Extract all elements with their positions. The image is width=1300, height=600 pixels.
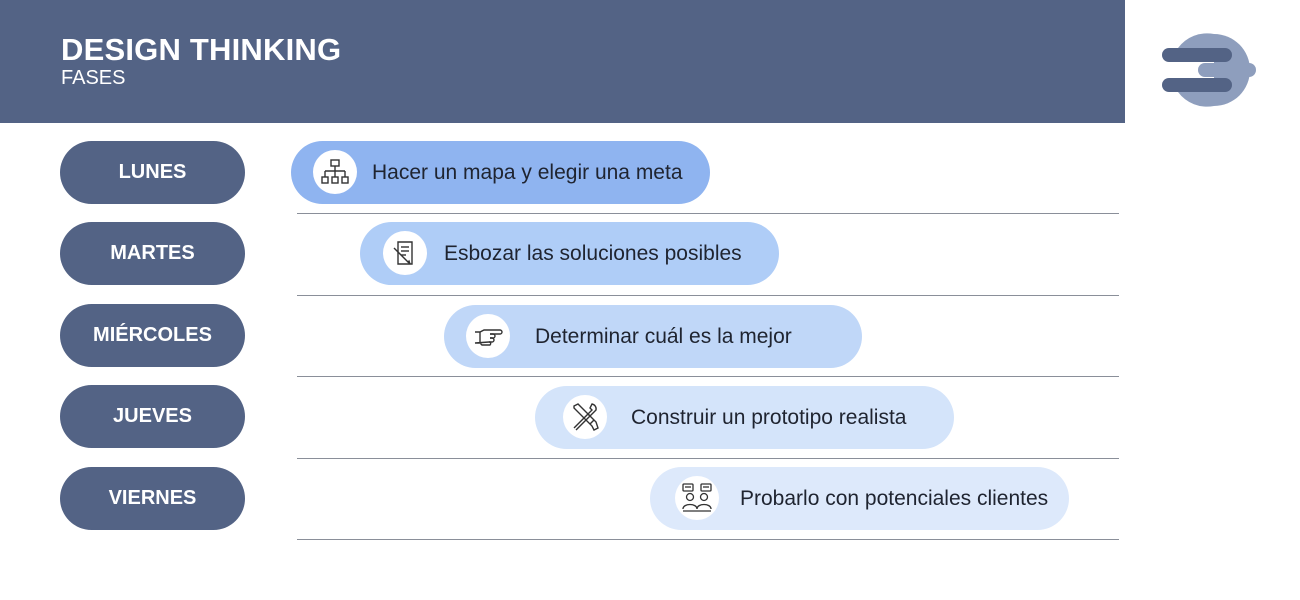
day-pill-viernes: VIERNES xyxy=(60,467,245,530)
day-pill-jueves: JUEVES xyxy=(60,385,245,448)
phase-pill-sketch: Esbozar las soluciones posibles xyxy=(360,222,779,285)
pointing-hand-icon xyxy=(466,314,510,358)
phase-label: Hacer un mapa y elegir una meta xyxy=(372,160,683,184)
phase-pill-test: Probarlo con potenciales clientes xyxy=(650,467,1069,530)
row-divider xyxy=(297,458,1119,459)
sketch-document-icon xyxy=(383,231,427,275)
phase-label: Probarlo con potenciales clientes xyxy=(740,486,1049,510)
day-pill-lunes: LUNES xyxy=(60,141,245,204)
day-pill-miercoles: MIÉRCOLES xyxy=(60,304,245,367)
page-title: DESIGN THINKING xyxy=(61,32,342,67)
day-pill-martes: MARTES xyxy=(60,222,245,285)
phase-label: Determinar cuál es la mejor xyxy=(535,324,792,348)
sitemap-icon xyxy=(313,150,357,194)
phase-label: Esbozar las soluciones posibles xyxy=(444,241,742,265)
row-divider xyxy=(297,539,1119,540)
header-bar: DESIGN THINKING FASES xyxy=(0,0,1125,123)
page-subtitle: FASES xyxy=(61,67,126,89)
phase-pill-decide: Determinar cuál es la mejor xyxy=(444,305,862,368)
phase-pill-prototype: Construir un prototipo realista xyxy=(535,386,954,449)
tools-icon xyxy=(563,395,607,439)
phase-label: Construir un prototipo realista xyxy=(631,405,907,429)
row-divider xyxy=(297,376,1119,377)
row-divider xyxy=(297,213,1119,214)
logo-icon xyxy=(1162,33,1256,107)
user-testing-icon xyxy=(675,476,719,520)
row-divider xyxy=(297,295,1119,296)
phase-pill-map-goal: Hacer un mapa y elegir una meta xyxy=(291,141,710,204)
